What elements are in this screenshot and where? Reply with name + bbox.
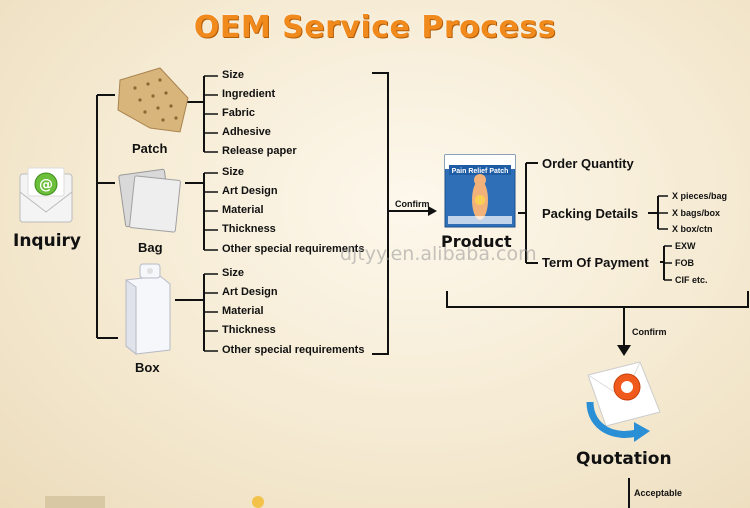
patch-spec: Adhesive <box>222 126 271 138</box>
term-of-payment-label: Term Of Payment <box>542 255 649 270</box>
patch-spec: Ingredient <box>222 88 276 100</box>
order-quantity-label: Order Quantity <box>542 156 634 171</box>
patch-label: Patch <box>132 141 168 156</box>
quotation-label: Quotation <box>576 449 672 469</box>
box-spec: Size <box>222 267 245 279</box>
product-box-image: Pain Relief Patch <box>444 154 516 228</box>
product-box-text: Pain Relief Patch <box>452 168 509 175</box>
box-image <box>125 263 171 356</box>
packing-details-label: Packing Details <box>542 206 639 221</box>
acceptable-label: Acceptable <box>634 488 683 498</box>
patch-spec: Size <box>222 69 245 81</box>
bag-spec: Size <box>222 166 245 178</box>
footer-decoration-dot <box>252 496 264 508</box>
payment-option: EXW <box>675 241 696 251</box>
footer-decoration <box>45 496 105 508</box>
bag-spec: Art Design <box>222 185 278 197</box>
box-spec: Material <box>222 305 264 317</box>
box-label: Box <box>135 360 160 375</box>
bag-image <box>118 168 181 233</box>
page-title: OEM Service Process <box>193 10 557 45</box>
svg-text:@: @ <box>39 177 53 193</box>
patch-spec: Fabric <box>222 107 256 119</box>
patch-image <box>117 67 189 133</box>
inquiry-label: Inquiry <box>13 231 81 251</box>
confirm-label: Confirm <box>395 199 430 209</box>
bag-spec: Other special requirements <box>222 243 365 255</box>
box-spec: Other special requirements <box>222 344 365 356</box>
arrow-down-icon <box>617 345 631 356</box>
payment-option: CIF etc. <box>675 275 708 285</box>
patch-spec: Release paper <box>222 145 297 157</box>
bag-spec: Material <box>222 204 264 216</box>
confirm-label-2: Confirm <box>632 327 667 337</box>
watermark: djtyy.en.alibaba.com <box>340 243 537 265</box>
arrow-right-icon <box>428 206 437 216</box>
box-spec: Art Design <box>222 286 278 298</box>
packing-option: X bags/box <box>672 208 721 218</box>
payment-option: FOB <box>675 258 694 268</box>
product-label: Product <box>441 232 512 251</box>
packing-option: X pieces/bag <box>672 191 728 201</box>
bag-label: Bag <box>138 240 163 255</box>
bag-spec: Thickness <box>222 223 276 235</box>
box-spec: Thickness <box>222 324 276 336</box>
packing-option: X box/ctn <box>672 224 713 234</box>
quotation-envelope-icon <box>586 361 661 442</box>
envelope-icon: @ <box>19 167 73 223</box>
